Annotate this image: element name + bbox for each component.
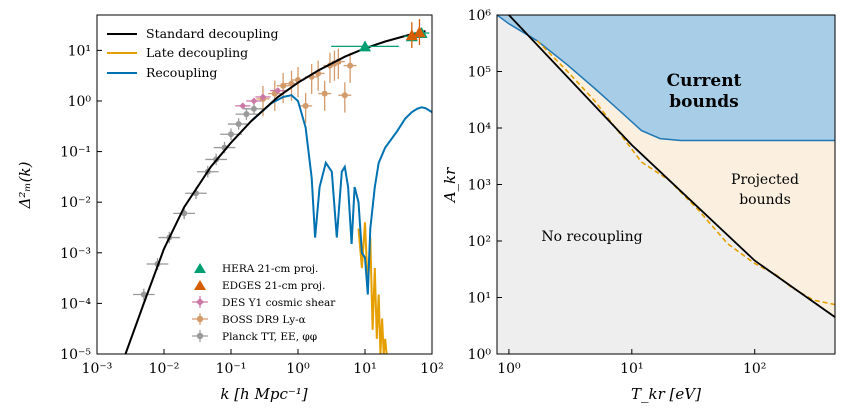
des-point — [270, 87, 286, 95]
boss-point — [343, 52, 357, 83]
series-late-decoupling — [357, 222, 388, 354]
legend-label-edges: EDGES 21-cm proj. — [222, 280, 325, 292]
des-point — [235, 102, 251, 110]
planck-point — [133, 288, 155, 301]
right-ytick-label: 10⁰ — [468, 347, 492, 363]
left-xlabel: k [h Mpc⁻¹] — [220, 385, 307, 403]
legend-label-boss: BOSS DR9 Ly-α — [222, 314, 306, 326]
left-xtick-label: 10⁻² — [149, 361, 180, 377]
left-xtick-label: 10⁻¹ — [216, 361, 247, 377]
legend-label-des: DES Y1 cosmic shear — [222, 297, 336, 309]
series-standard-decoupling — [124, 30, 426, 354]
edges-point — [405, 22, 418, 49]
annot-no-recoupling: No recoupling — [541, 229, 642, 245]
left-xtick-label: 10⁰ — [286, 361, 310, 377]
boss-point — [299, 92, 313, 124]
hera-point — [331, 40, 399, 52]
annot-projected-2: bounds — [739, 192, 791, 208]
annot-current-2: bounds — [669, 92, 738, 112]
left-ytick-label: 10⁻¹ — [60, 145, 91, 161]
left-xtick-label: 10² — [420, 361, 443, 377]
right-xtick-label: 10¹ — [620, 361, 643, 377]
left-axes-frame — [96, 14, 433, 355]
right-ytick-label: 10³ — [468, 178, 491, 194]
right-ytick-label: 10² — [468, 234, 491, 250]
planck-point — [243, 103, 265, 115]
left-ytick-label: 10¹ — [68, 43, 91, 59]
left-ytick-label: 10⁻² — [60, 195, 91, 211]
des-point — [246, 97, 262, 105]
boss-point — [268, 80, 282, 111]
right-ytick-label: 10⁴ — [468, 121, 492, 137]
edges-point — [413, 19, 426, 45]
legend-markers: HERA 21-cm proj. EDGES 21-cm proj. DES Y… — [192, 263, 336, 343]
boss-point — [338, 82, 352, 113]
legend-marker-boss — [192, 313, 208, 325]
right-ylabel: A_kr — [441, 167, 459, 204]
legend-label-recoupling: Recoupling — [146, 65, 217, 80]
left-xtick-label: 10¹ — [353, 361, 376, 377]
legend-label-hera: HERA 21-cm proj. — [222, 263, 318, 275]
region-current-bounds — [497, 15, 835, 141]
dashed-projection-line — [536, 40, 835, 306]
projected-bounds-line — [508, 15, 835, 318]
right-ytick-label: 10⁶ — [468, 8, 492, 24]
des-point — [255, 93, 271, 101]
right-xlabel: T_kr [eV] — [631, 385, 701, 403]
left-ytick-label: 10⁻⁴ — [60, 296, 91, 312]
legend-label-planck: Planck TT, EE, φφ — [222, 331, 317, 343]
right-ytick-label: 10¹ — [468, 291, 491, 307]
right-xtick-label: 10² — [743, 361, 766, 377]
planck-point — [227, 118, 250, 130]
left-ytick-label: 10⁰ — [68, 94, 92, 110]
left-ytick-label: 10⁻⁵ — [60, 347, 91, 363]
right-panel: 10⁰ 10¹ 10² 10⁰ 10¹ 10² 10³ 10⁴ 10⁵ 10⁶ Current b… — [441, 8, 836, 403]
legend-marker-planck — [192, 330, 208, 342]
legend-label-late: Late decoupling — [146, 45, 248, 60]
left-ytick-label: 10⁻³ — [60, 246, 91, 262]
legend-label-standard: Standard decoupling — [146, 26, 279, 41]
boss-point — [318, 80, 332, 111]
left-panel: 10⁻³ 10⁻² 10⁻¹ 10⁰ 10¹ 10² 10⁻⁵ 10⁻⁴ 10⁻³ 10⁻² 10⁻… — [16, 14, 444, 403]
legend-marker-des — [192, 296, 208, 308]
series-recoupling — [250, 94, 432, 295]
annot-projected-1: Projected — [731, 172, 799, 188]
left-ylabel: Δ²ₘ(k) — [16, 161, 34, 209]
left-xtick-label: 10⁻³ — [82, 361, 113, 377]
legend-marker-hera — [194, 263, 206, 273]
legend-marker-edges — [194, 280, 206, 290]
right-ytick-label: 10⁵ — [468, 65, 492, 81]
right-xtick-label: 10⁰ — [497, 361, 521, 377]
boss-point — [305, 63, 319, 95]
annot-current-1: Current — [667, 71, 742, 91]
legend-lines: Standard decoupling Late decoupling Reco… — [107, 26, 279, 80]
